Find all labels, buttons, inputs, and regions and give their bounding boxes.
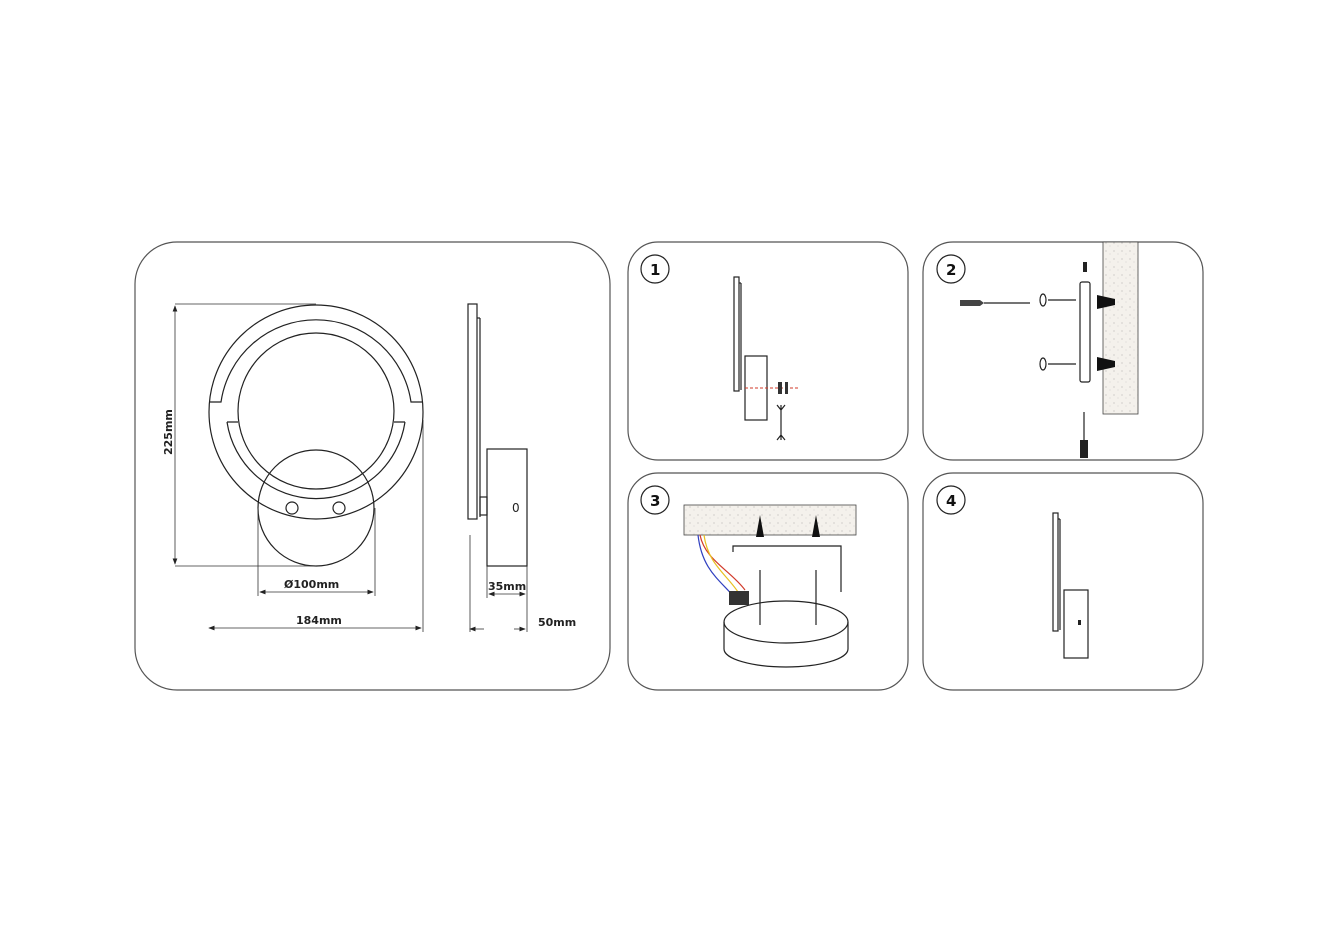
- side-mark: 0: [512, 501, 520, 515]
- svg-text:2: 2: [946, 261, 956, 279]
- base-depth-label: 35mm: [488, 580, 526, 593]
- dimension-lines: [172, 303, 528, 632]
- width-label: 184mm: [296, 614, 342, 627]
- height-label: 225mm: [162, 409, 175, 455]
- lamp-front-view: [208, 304, 424, 567]
- wrench-icon: [776, 404, 786, 441]
- step-2-panel: 2: [922, 241, 1204, 461]
- dimensions-panel: 0 225mm Ø100mm 184mm 35mm 50mm: [134, 241, 611, 691]
- step-1-badge: [640, 254, 670, 284]
- svg-text:3: 3: [650, 492, 660, 510]
- total-depth-label: 50mm: [538, 616, 576, 629]
- step-4-panel: 4: [922, 472, 1204, 691]
- lamp-side-view: 0: [467, 303, 528, 567]
- step-3-panel: 3: [627, 472, 909, 691]
- svg-text:4: 4: [946, 492, 956, 510]
- diameter-label: Ø100mm: [284, 578, 339, 591]
- screwdriver-icon: [960, 300, 1030, 306]
- svg-text:1: 1: [650, 261, 660, 279]
- step-1-panel: 1: [627, 241, 909, 461]
